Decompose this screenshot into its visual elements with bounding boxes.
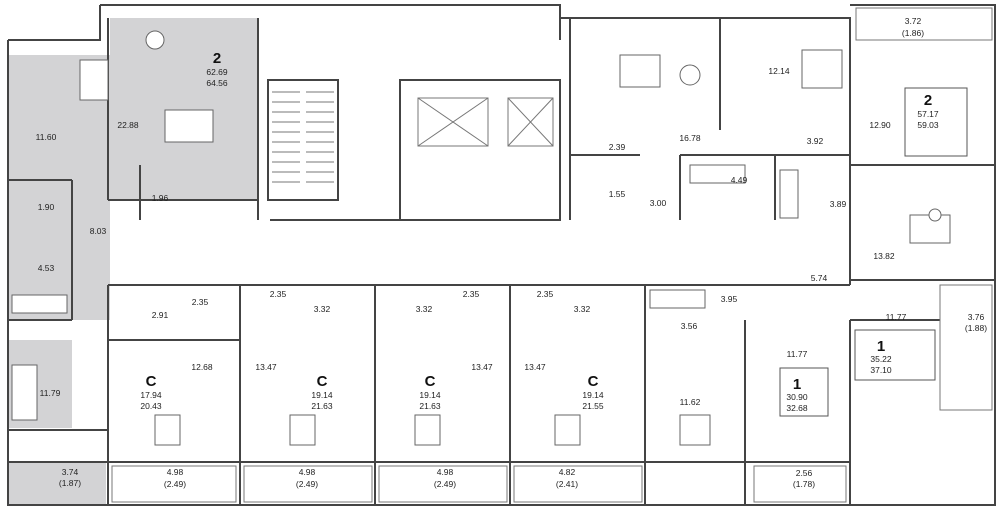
svg-text:2: 2 — [213, 50, 221, 67]
room-area: 12.14 — [768, 66, 790, 76]
apartment-tag: C 19.14 21.63 — [419, 373, 441, 411]
room-area: 2.91 — [152, 310, 169, 320]
stairs — [267, 79, 339, 201]
room-area: 3.32 — [574, 304, 591, 314]
room-area: 3.95 — [721, 294, 738, 304]
room-area: 3.00 — [650, 198, 667, 208]
room-area: 13.47 — [255, 362, 277, 372]
room-area: (1.86) — [902, 28, 924, 38]
room-area: 3.32 — [314, 304, 331, 314]
room-area: 12.68 — [191, 362, 213, 372]
svg-text:17.94: 17.94 — [140, 390, 162, 400]
room-area: 1.55 — [609, 189, 626, 199]
room-area: (2.49) — [434, 479, 456, 489]
building-outline — [7, 4, 996, 506]
apartment-tag: 1 35.22 37.10 — [854, 329, 936, 381]
room-area: 13.47 — [524, 362, 546, 372]
room-area: 4.49 — [731, 175, 748, 185]
svg-text:19.14: 19.14 — [311, 390, 333, 400]
svg-text:20.43: 20.43 — [140, 401, 162, 411]
room-area: 11.62 — [680, 397, 701, 407]
room-area: 3.76 — [968, 312, 985, 322]
room-area: 16.78 — [679, 133, 701, 143]
svg-text:57.17: 57.17 — [917, 109, 939, 119]
room-area: 2.39 — [609, 142, 626, 152]
room-area: 12.90 — [869, 120, 891, 130]
room-area: 11.79 — [40, 388, 61, 398]
room-area: 1.90 — [38, 202, 55, 212]
room-area: (1.78) — [793, 479, 815, 489]
svg-text:62.69: 62.69 — [206, 67, 228, 77]
apartment-tag: C 17.94 20.43 — [140, 373, 162, 411]
room-area: 2.56 — [796, 468, 813, 478]
room-area: 11.77 — [886, 312, 907, 322]
room-area: 5.74 — [811, 273, 828, 283]
room-area: 2.35 — [463, 289, 480, 299]
room-area: 3.74 — [62, 467, 79, 477]
svg-text:32.68: 32.68 — [786, 403, 808, 413]
svg-text:37.10: 37.10 — [870, 365, 892, 375]
svg-text:2: 2 — [924, 92, 932, 109]
room-area: 1.96 — [152, 193, 169, 203]
room-area: (2.49) — [296, 479, 318, 489]
room-area: (2.49) — [164, 479, 186, 489]
svg-text:C: C — [588, 373, 599, 390]
highlighted-apartment — [8, 18, 258, 504]
room-area: 3.32 — [416, 304, 433, 314]
room-labels: 11.60 22.88 1.90 1.96 8.03 4.53 11.79 3.… — [36, 16, 988, 489]
room-area: 2.35 — [270, 289, 287, 299]
svg-text:64.56: 64.56 — [206, 78, 228, 88]
svg-text:35.22: 35.22 — [870, 354, 892, 364]
apartment-tag: C 19.14 21.55 — [582, 373, 604, 411]
room-area: 13.82 — [873, 251, 895, 261]
svg-text:19.14: 19.14 — [582, 390, 604, 400]
svg-text:C: C — [425, 373, 436, 390]
apartment-tag: 2 57.17 59.03 — [904, 87, 968, 157]
room-area: 13.47 — [471, 362, 493, 372]
room-area: 4.98 — [437, 467, 454, 477]
room-area: 22.88 — [117, 120, 139, 130]
room-area: 8.03 — [90, 226, 107, 236]
room-area: (2.41) — [556, 479, 578, 489]
apartment-tags: 2 62.69 64.56 C 17.94 20.43 C 19.14 21.6… — [140, 50, 968, 417]
elevator-core — [399, 79, 561, 221]
room-area: 3.56 — [681, 321, 698, 331]
svg-text:1: 1 — [793, 376, 801, 393]
room-area: 11.77 — [787, 349, 808, 359]
room-area: 3.92 — [807, 136, 824, 146]
apartment-tag: 1 30.90 32.68 — [779, 367, 829, 417]
room-area: 11.60 — [36, 132, 57, 142]
room-area: 2.35 — [192, 297, 209, 307]
room-area: 3.72 — [905, 16, 922, 26]
room-area: 4.53 — [38, 263, 55, 273]
room-area: 4.98 — [299, 467, 316, 477]
svg-text:21.63: 21.63 — [419, 401, 441, 411]
room-area: 3.89 — [830, 199, 847, 209]
room-area: (1.87) — [59, 478, 81, 488]
fixtures — [11, 30, 951, 446]
apartment-tag: 2 62.69 64.56 — [206, 50, 228, 88]
svg-text:21.55: 21.55 — [582, 401, 604, 411]
svg-text:C: C — [146, 373, 157, 390]
svg-text:21.63: 21.63 — [311, 401, 333, 411]
balconies — [111, 7, 993, 503]
svg-text:C: C — [317, 373, 328, 390]
svg-text:19.14: 19.14 — [419, 390, 441, 400]
svg-text:30.90: 30.90 — [786, 392, 808, 402]
apartment-tag: C 19.14 21.63 — [311, 373, 333, 411]
room-area: 4.82 — [559, 467, 576, 477]
room-area: 2.35 — [537, 289, 554, 299]
room-area: (1.88) — [965, 323, 987, 333]
svg-text:59.03: 59.03 — [917, 120, 939, 130]
svg-text:1: 1 — [877, 338, 885, 355]
room-area: 4.98 — [167, 467, 184, 477]
